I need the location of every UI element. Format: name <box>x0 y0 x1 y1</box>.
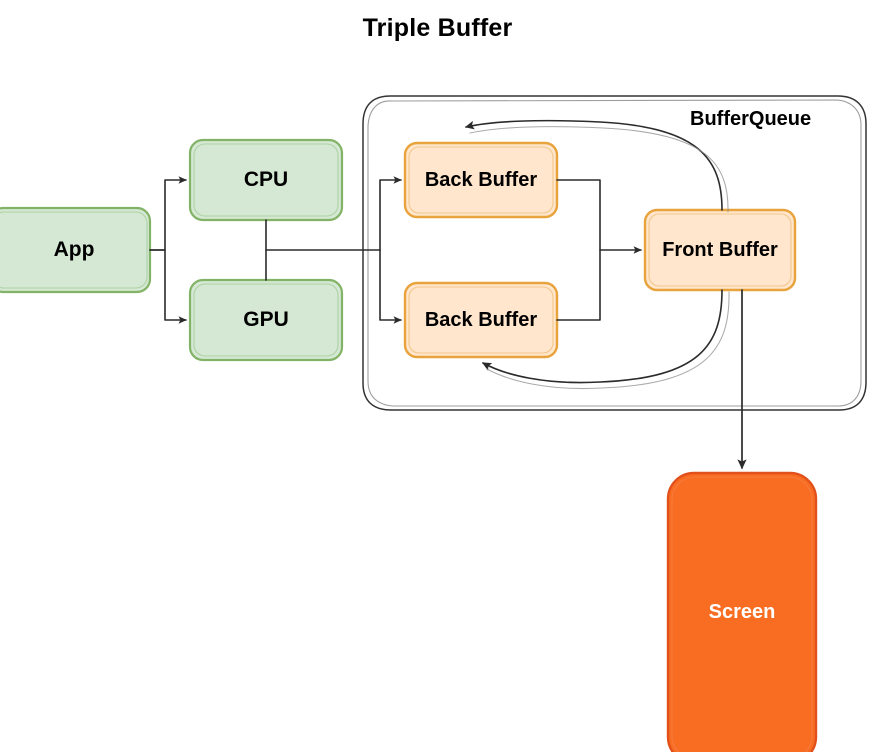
node-back-buffer-2[interactable] <box>403 281 559 359</box>
node-front-buffer[interactable] <box>643 208 797 292</box>
node-cpu[interactable] <box>188 138 344 222</box>
node-app[interactable] <box>0 206 152 294</box>
edge-app-to-cpu <box>149 176 187 251</box>
edge-front-to-back-buffer-1 <box>464 119 729 213</box>
node-back-buffer-1[interactable] <box>403 141 559 219</box>
buffer-queue-label: BufferQueue <box>690 108 812 130</box>
node-gpu[interactable] <box>188 278 344 362</box>
node-screen[interactable] <box>666 471 818 752</box>
page-title: Triple Buffer <box>362 14 513 42</box>
edge-app-to-gpu <box>149 249 187 324</box>
edge-back-buffer-2-to-front <box>556 249 601 321</box>
edge-front-to-back-buffer-2 <box>481 289 730 390</box>
edge-back-buffer-1-to-front <box>556 179 642 254</box>
edge-cpu-gpu-to-queue <box>265 219 381 281</box>
edge-queue-to-back-buffer-1 <box>379 176 402 251</box>
edge-queue-to-back-buffer-2 <box>379 249 402 324</box>
